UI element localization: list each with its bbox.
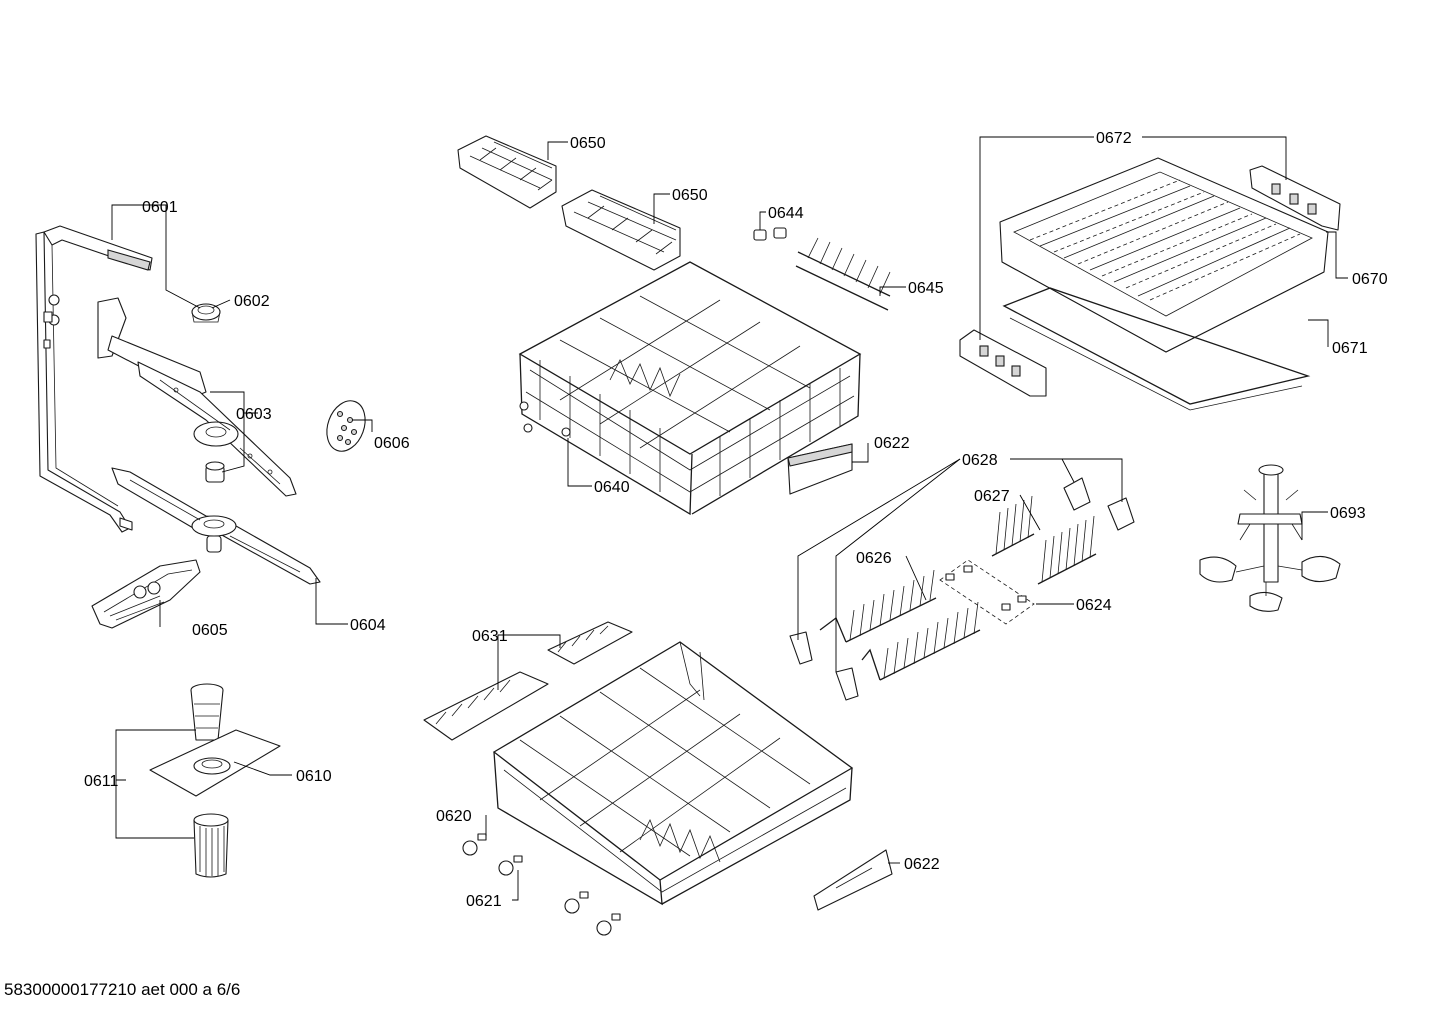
part-upper-spray-arm — [97, 297, 297, 497]
part-clips-0644 — [753, 227, 787, 241]
part-plate-rack-0626-a — [819, 569, 937, 643]
part-cup-shelf-0650-upper — [457, 135, 557, 209]
label-0622-lower: 0622 — [904, 856, 940, 873]
part-handle-0622-lower — [813, 849, 893, 911]
label-0650-lower: 0650 — [672, 187, 708, 204]
part-handle-0622-upper — [787, 443, 853, 495]
part-cutlery-drawer-0670 — [999, 157, 1329, 353]
part-lower-basket — [492, 641, 854, 906]
part-folding-rack-0645 — [795, 237, 891, 311]
label-0626: 0626 — [856, 550, 892, 567]
label-0672: 0672 — [1096, 130, 1132, 147]
part-plate-rack-0627-a — [991, 495, 1035, 557]
part-cup-shelf-0650-lower — [561, 189, 681, 271]
label-0621: 0621 — [466, 893, 502, 910]
label-0604: 0604 — [350, 617, 386, 634]
label-0601: 0601 — [142, 199, 178, 216]
part-cutlery-insert-0631-b — [547, 621, 633, 665]
label-0693: 0693 — [1330, 505, 1366, 522]
part-drawer-runner-right — [1249, 165, 1341, 231]
part-upper-basket-0640 — [518, 261, 862, 516]
part-clip-set-0624 — [939, 559, 1035, 625]
label-0611: 0611 — [84, 773, 119, 790]
label-0610: 0610 — [296, 768, 332, 785]
label-0627: 0627 — [974, 488, 1010, 505]
part-labels: 0601 0602 0603 0604 0605 0606 0610 0611 … — [84, 130, 1388, 910]
label-0671: 0671 — [1332, 340, 1368, 357]
label-0645: 0645 — [908, 280, 944, 297]
part-spray-pipe — [35, 225, 153, 533]
label-0620: 0620 — [436, 808, 472, 825]
part-cup-holder-0693 — [1199, 464, 1341, 612]
label-0606: 0606 — [374, 435, 410, 452]
part-filter-assembly-0610 — [149, 683, 281, 878]
label-0650-upper: 0650 — [570, 135, 606, 152]
label-0603: 0603 — [236, 406, 272, 423]
part-drawer-runner-left — [959, 329, 1047, 397]
label-0628: 0628 — [962, 452, 998, 469]
label-0670: 0670 — [1352, 271, 1388, 288]
label-0640: 0640 — [594, 479, 630, 496]
label-0644: 0644 — [768, 205, 804, 222]
label-0624: 0624 — [1076, 597, 1112, 614]
part-plate-rack-0626-b — [861, 601, 981, 681]
part-wheels-0620-0621 — [462, 833, 621, 936]
part-plate-rack-0627-b — [1037, 515, 1097, 585]
part-drawer-rail-0671 — [1002, 287, 1311, 411]
label-0605: 0605 — [192, 622, 228, 639]
part-cutlery-insert-0631-a — [423, 671, 549, 741]
label-0622-upper: 0622 — [874, 435, 910, 452]
label-0602: 0602 — [234, 293, 270, 310]
part-lower-spray-arm — [111, 467, 321, 585]
document-number: 58300000177210 aet 000 a 6/6 — [4, 980, 241, 999]
part-micro-filter-0605 — [91, 559, 201, 629]
leader-lines — [111, 136, 1348, 901]
part-spray-nozzle-0606 — [326, 400, 366, 452]
label-0631: 0631 — [472, 628, 508, 645]
part-clip-pair-0628 — [789, 477, 1135, 701]
